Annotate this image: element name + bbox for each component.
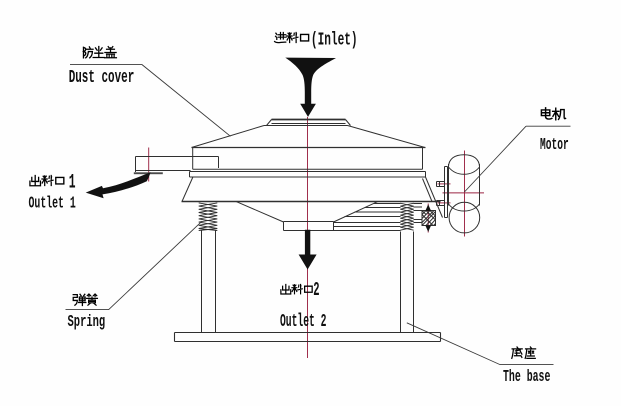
svg-text:Dust cover: Dust cover	[69, 67, 135, 88]
svg-text:(Inlet): (Inlet)	[311, 29, 358, 50]
svg-text:Outlet 1: Outlet 1	[29, 194, 76, 213]
svg-text:Outlet 2: Outlet 2	[280, 312, 327, 332]
svg-text:1: 1	[69, 172, 76, 195]
svg-text:The base: The base	[503, 368, 550, 387]
svg-text:Spring: Spring	[68, 313, 106, 332]
svg-text:2: 2	[313, 279, 319, 301]
svg-text:Motor: Motor	[540, 135, 569, 154]
